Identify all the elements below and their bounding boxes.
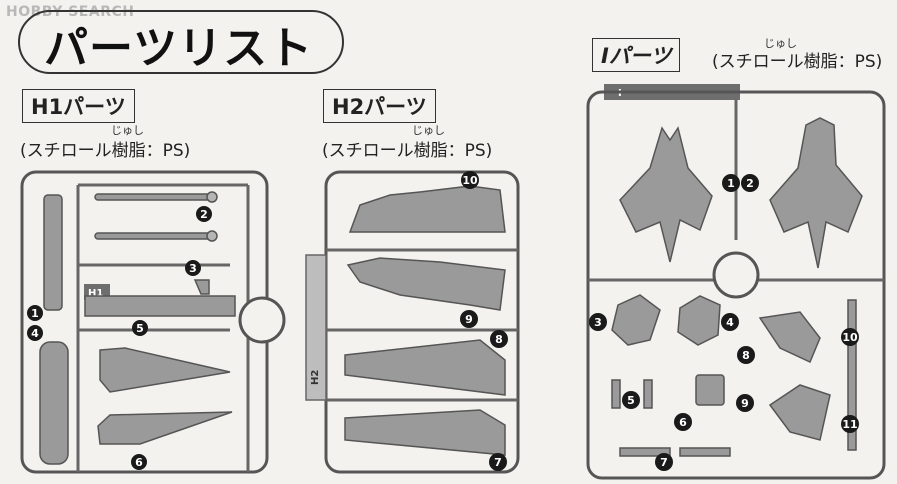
i-part-2 [769,117,863,269]
i-part-5-a [611,379,621,409]
svg-text:1: 1 [727,177,735,190]
h1-badge-1: 1 [27,305,43,321]
svg-text:5: 5 [136,322,144,335]
i-badge-10: 10 [841,328,859,346]
svg-text:9: 9 [741,397,749,410]
svg-text:7: 7 [494,456,502,469]
h2-sprue-id: H2 [310,370,321,385]
h1-badge-3: 3 [185,260,201,276]
i-badge-2: 2 [741,174,759,192]
i-frame [586,90,886,480]
i-sprue: I 1 2 3 4 8 10 5 9 6 11 7 [586,84,886,480]
h2-badge-7: 7 [489,453,507,471]
h1-badge-5: 5 [132,320,148,336]
h2-badge-8: 8 [490,330,508,348]
h1-sprue-id: H1 [88,288,103,299]
h2-sprue: H2 10 9 8 7 [305,170,520,474]
h2-badge-9: 9 [460,310,478,328]
i-part-5-b [643,379,653,409]
h1-part-6 [97,411,233,445]
svg-text:4: 4 [726,316,734,329]
h1-part-2-tip-lower [206,230,218,242]
h1-plate [84,295,236,317]
svg-text:2: 2 [746,177,754,190]
h1-part-2-rod-upper [94,193,216,201]
h2-material: (スチロール樹脂：PS) [322,141,493,161]
i-badge-9: 9 [736,394,754,412]
h1-part-2-rod-lower [94,232,216,240]
h2-part-7 [344,409,506,456]
svg-text:10: 10 [462,174,478,187]
svg-text:3: 3 [594,316,602,329]
svg-text:8: 8 [742,349,750,362]
svg-text:10: 10 [842,331,858,344]
i-part-9 [768,384,831,441]
i-badge-6: 6 [674,413,692,431]
svg-text:6: 6 [135,456,143,469]
h2-ruby: じゅし [412,124,445,137]
i-parts-label: Iパーツ [592,38,681,72]
title-pill [18,10,344,74]
h2-side-tab [305,254,327,401]
h1-ruby: じゅし [111,124,144,137]
svg-text:6: 6 [679,416,687,429]
svg-text:1: 1 [31,307,39,320]
svg-text:11: 11 [842,418,857,431]
svg-text:9: 9 [465,313,473,326]
i-material: (スチロール樹脂：PS) [712,52,883,72]
h1-sprue: H1 2 3 1 4 5 6 [20,170,286,474]
page-title: パーツリスト [44,23,314,74]
h1-badge-6: 6 [131,454,147,470]
h1-part-4 [39,341,69,465]
i-badge-7: 7 [655,453,673,471]
svg-text:5: 5 [627,394,635,407]
h1-part-3 [193,279,210,295]
h1-part-2-tip-upper [206,191,218,203]
i-badge-5: 5 [622,391,640,409]
i-badge-8: 8 [737,346,755,364]
i-part-1 [619,126,713,263]
h1-parts-label: H1パーツ [22,89,135,123]
i-part-3 [611,294,661,346]
i-part-10-11-rack [847,299,857,451]
svg-text:2: 2 [200,208,208,221]
i-ruby: じゅし [764,37,797,50]
h2-part-10 [348,185,506,233]
i-gate-circle [712,251,760,299]
h2-part-8 [344,339,506,396]
h2-parts-label: H2パーツ [323,89,436,123]
i-part-6 [695,374,725,406]
h1-part-5 [99,347,231,393]
i-part-7-a [619,447,671,457]
i-badge-11: 11 [841,415,859,433]
i-badge-1: 1 [722,174,740,192]
h1-badge-2: 2 [196,206,212,222]
h1-material: (スチロール樹脂：PS) [20,141,191,161]
svg-text:3: 3 [189,262,197,275]
h2-part-9 [346,257,506,311]
i-badge-4: 4 [721,313,739,331]
i-part-8 [758,311,821,364]
svg-text:7: 7 [660,456,668,469]
i-badge-3: 3 [589,313,607,331]
h2-badge-10: 10 [461,171,479,189]
h1-gate-circle [238,296,286,344]
i-part-7-b [679,447,731,457]
svg-text:8: 8 [495,333,503,346]
h1-badge-4: 4 [27,325,43,341]
h1-part-1 [43,194,63,311]
i-part-4 [677,295,721,346]
svg-text:4: 4 [31,327,39,340]
